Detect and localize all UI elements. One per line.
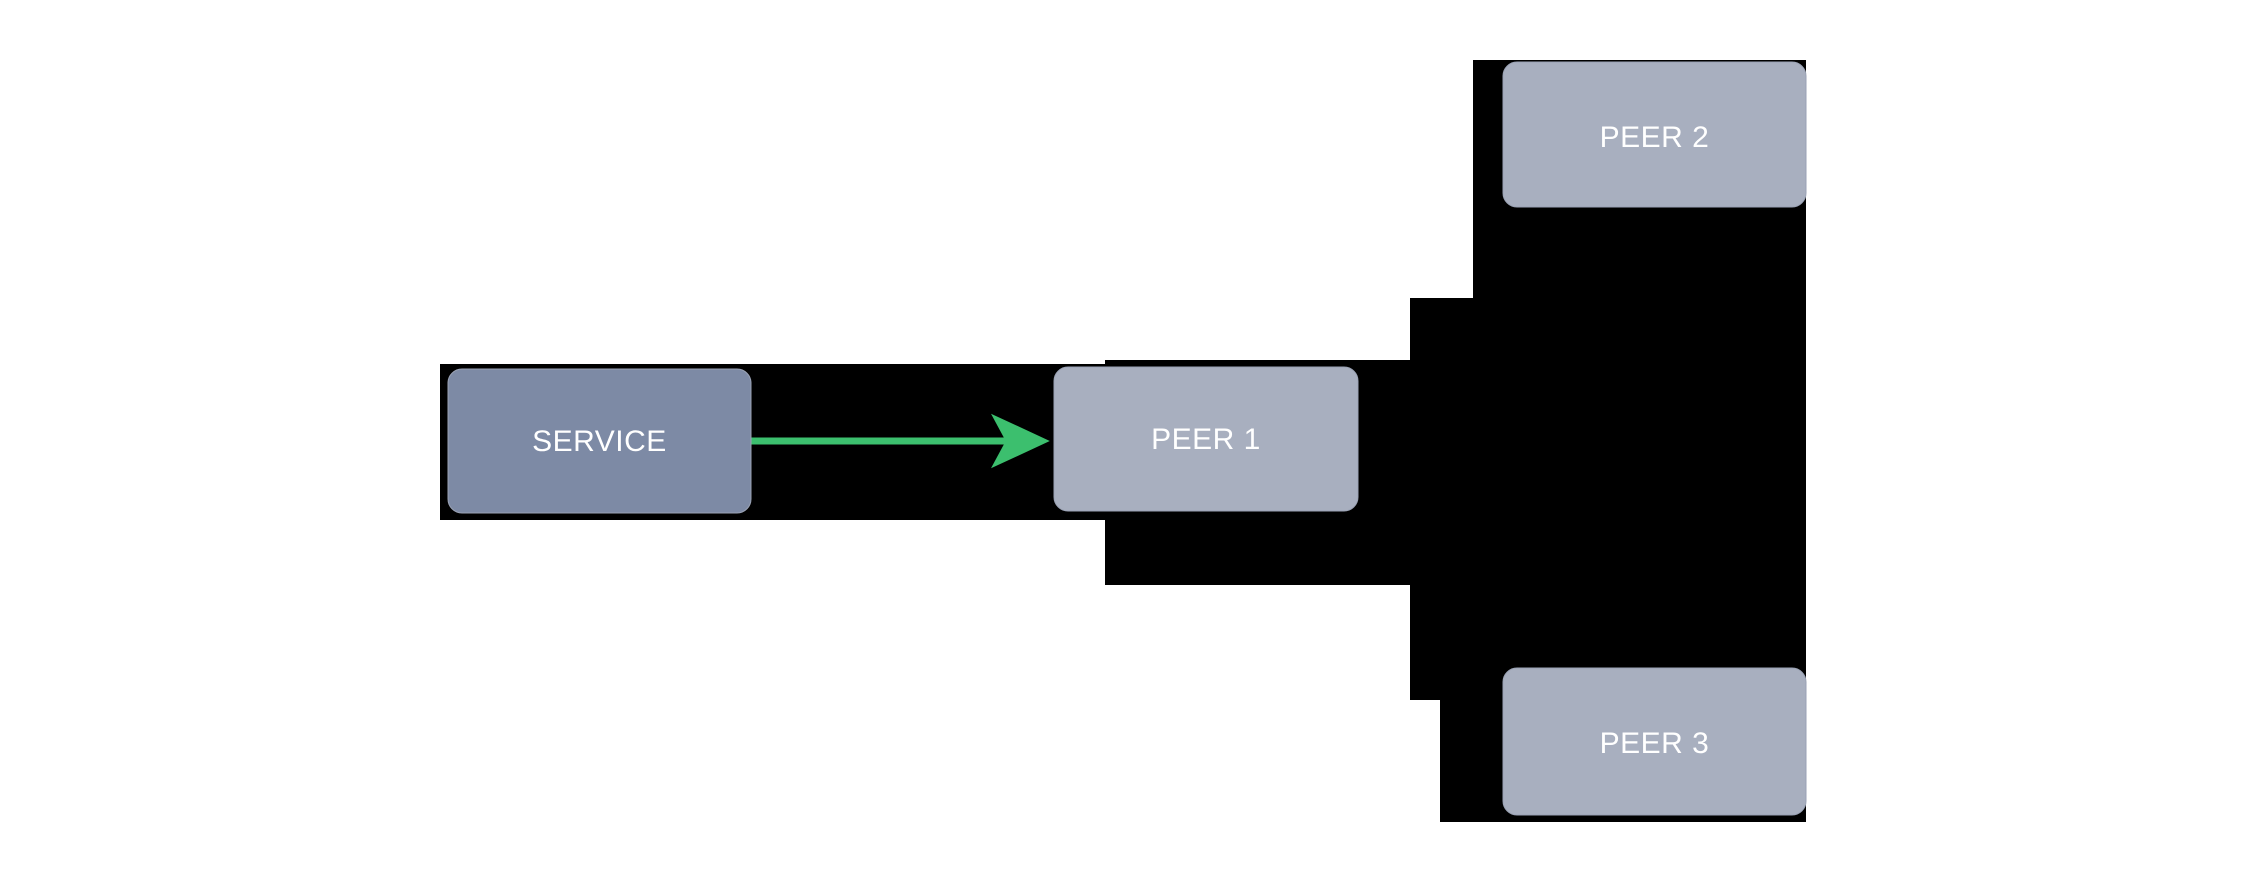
node-service[interactable]: SERVICE (447, 368, 752, 514)
node-peer-2-box[interactable] (1502, 61, 1807, 208)
node-peer-3[interactable]: PEER 3 (1502, 667, 1807, 816)
node-peer-1-box[interactable] (1053, 366, 1359, 512)
backdrop-mid-step (1410, 298, 1473, 700)
backdrop-right-column (1473, 60, 1806, 822)
node-service-box[interactable] (447, 368, 752, 514)
node-peer-3-box[interactable] (1502, 667, 1807, 816)
node-peer-1[interactable]: PEER 1 (1053, 366, 1359, 512)
node-peer-2[interactable]: PEER 2 (1502, 61, 1807, 208)
